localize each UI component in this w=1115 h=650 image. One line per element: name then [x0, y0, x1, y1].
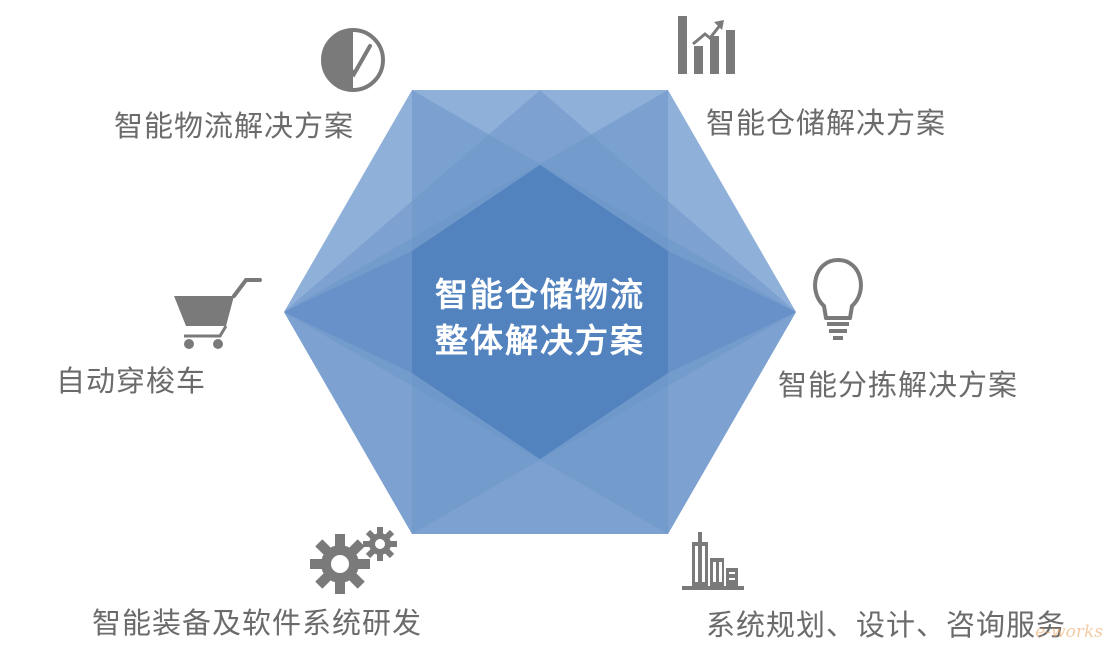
- pie-check-icon: [321, 28, 385, 92]
- label-intelligent-sorting: 智能分拣解决方案: [778, 368, 1019, 402]
- buildings-icon: [682, 532, 744, 590]
- hexagon-core-right: [668, 251, 796, 373]
- bar-chart-growth-icon: [678, 16, 735, 74]
- lightbulb-icon: [813, 258, 863, 340]
- hexagon: [284, 90, 796, 534]
- hexagon-core-left: [284, 251, 412, 373]
- watermark: e-works: [1035, 622, 1103, 642]
- shopping-cart-icon: [174, 278, 262, 349]
- center-title-line2: 整体解决方案: [435, 321, 645, 360]
- hexagon-core: [412, 165, 668, 459]
- label-intelligent-logistics: 智能物流解决方案: [114, 109, 355, 143]
- label-equipment-software: 智能装备及软件系统研发: [92, 606, 423, 640]
- gears-icon: [310, 527, 397, 594]
- label-intelligent-warehouse: 智能仓储解决方案: [706, 106, 947, 140]
- label-planning-consulting: 系统规划、设计、咨询服务: [706, 608, 1067, 642]
- center-title-line1: 智能仓储物流: [435, 275, 645, 314]
- label-auto-shuttle: 自动穿梭车: [56, 364, 207, 398]
